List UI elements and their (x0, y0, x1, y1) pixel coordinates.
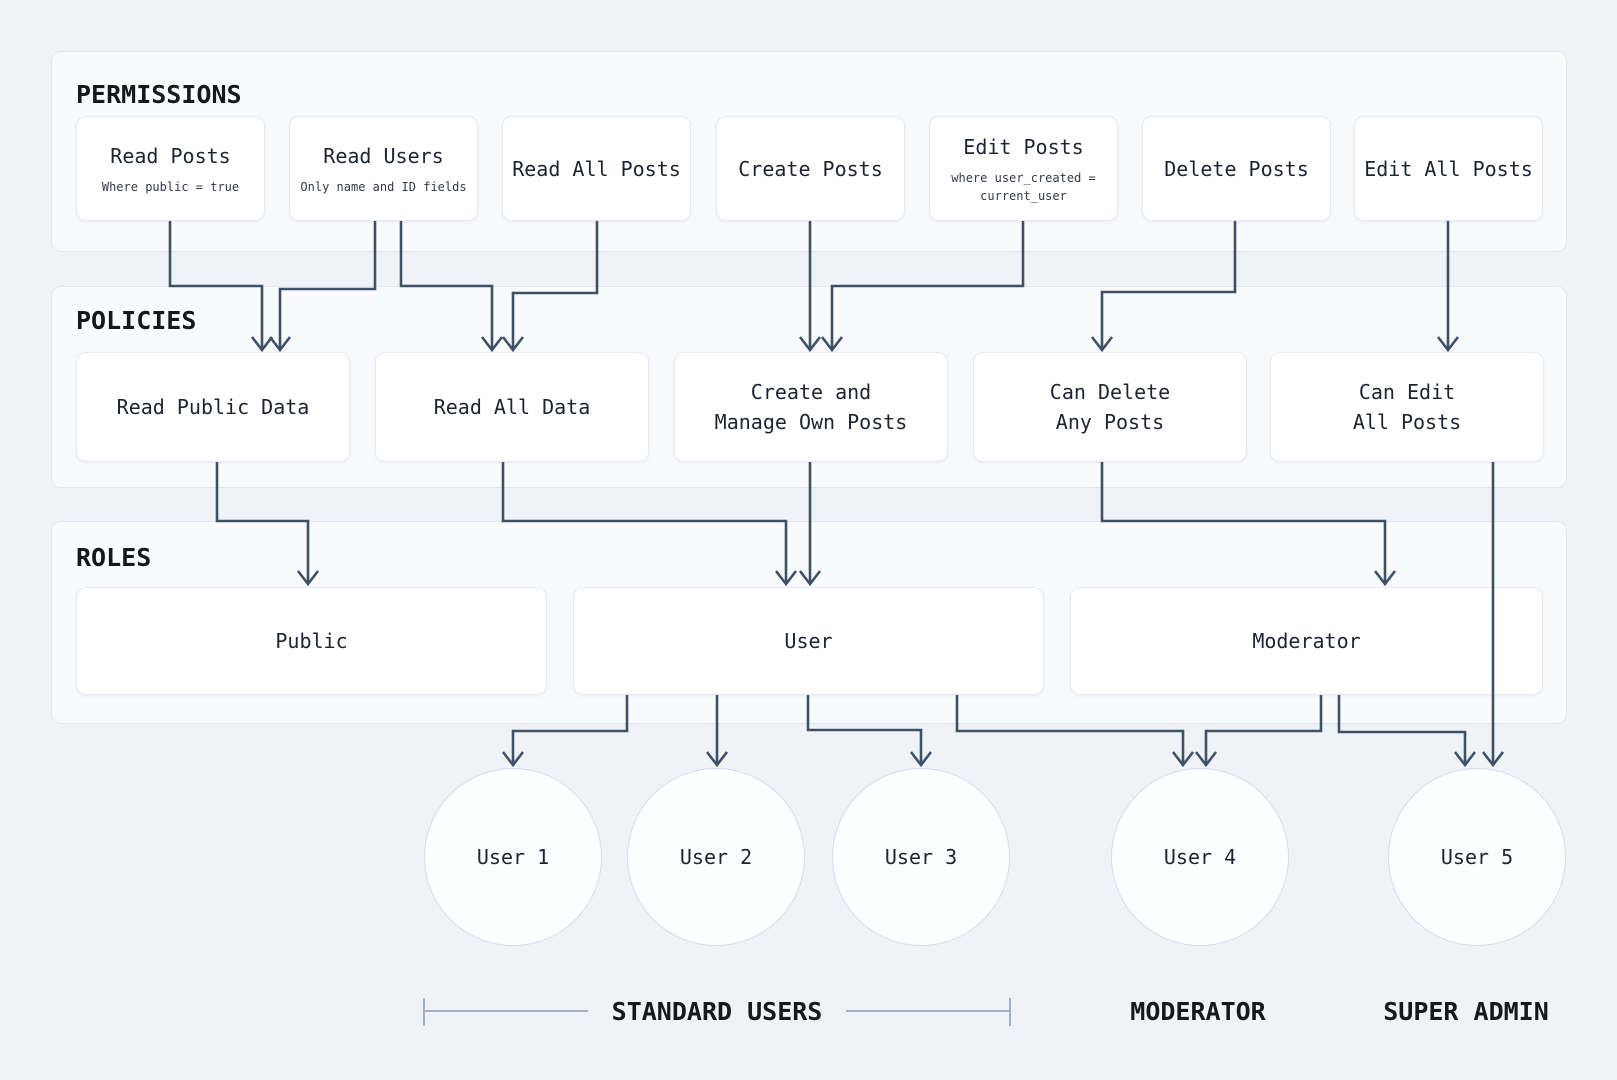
permission-box-edit-posts: Edit Posts where user_created = current_u… (929, 116, 1118, 221)
user-circle-user-1: User 1 (424, 768, 602, 946)
arrowhead-icon (1194, 751, 1218, 768)
arrowhead-icon (1453, 751, 1477, 768)
role-box-moderator: Moderator (1070, 587, 1543, 695)
role-label: Moderator (1252, 629, 1361, 653)
arrowhead-icon (1481, 751, 1505, 768)
user-circle-user-2: User 2 (627, 768, 805, 946)
permission-label: Delete Posts (1164, 156, 1309, 181)
policy-label: Create and Manage Own Posts (714, 380, 908, 434)
group-label-standard-users: STANDARD USERS (611, 997, 823, 1026)
permission-box-create-posts: Create Posts (716, 116, 905, 221)
standard-users-bracket-left-line (424, 1010, 588, 1012)
roles-title: ROLES (76, 543, 152, 572)
permission-label: Edit Posts (963, 135, 1084, 159)
standard-users-bracket-left-tick (423, 998, 425, 1026)
policies-title: POLICIES (76, 306, 197, 335)
policy-box-can-edit-all-posts: Can Edit All Posts (1270, 352, 1544, 462)
role-label: Public (275, 629, 348, 653)
user-circle-label: User 3 (884, 845, 958, 869)
permission-label: Read Posts (110, 144, 231, 168)
permission-label: Create Posts (738, 156, 883, 181)
role-label: User (784, 629, 833, 653)
permission-sublabel: Where public = true (101, 180, 240, 194)
policy-label: Read All Data (433, 395, 591, 419)
arrowhead-icon (501, 751, 525, 768)
policy-box-read-public-data: Read Public Data (76, 352, 350, 462)
user-circle-user-3: User 3 (832, 768, 1010, 946)
user-circle-label: User 1 (476, 845, 550, 869)
policy-label: Read Public Data (116, 395, 310, 419)
policy-label: Can Edit All Posts (1352, 380, 1462, 434)
permission-box-delete-posts: Delete Posts (1142, 116, 1331, 221)
role-box-user: User (573, 587, 1044, 695)
user-circle-user-5: User 5 (1388, 768, 1566, 946)
permission-label: Edit All Posts (1364, 156, 1533, 181)
arrowhead-icon (705, 751, 729, 768)
group-label-super-admin: SUPER ADMIN (1383, 997, 1549, 1026)
permission-box-read-all-posts: Read All Posts (502, 116, 691, 221)
policy-box-can-delete-any-posts: Can Delete Any Posts (973, 352, 1247, 462)
user-circle-label: User 4 (1163, 845, 1237, 869)
permissions-title: PERMISSIONS (76, 80, 242, 109)
permission-sublabel: where user_created = current_user (951, 171, 1096, 203)
group-label-moderator: MODERATOR (1130, 997, 1266, 1026)
policy-box-create-manage-own-posts: Create and Manage Own Posts (674, 352, 948, 462)
arrowhead-icon (1171, 751, 1195, 768)
user-circle-user-4: User 4 (1111, 768, 1289, 946)
permission-label: Read Users (323, 144, 444, 168)
standard-users-bracket-right-tick (1009, 998, 1011, 1026)
user-circle-label: User 5 (1440, 845, 1514, 869)
standard-users-bracket-right-line (846, 1010, 1010, 1012)
policy-box-read-all-data: Read All Data (375, 352, 649, 462)
user-circle-label: User 2 (679, 845, 753, 869)
permission-label: Read All Posts (512, 156, 681, 181)
permission-box-edit-all-posts: Edit All Posts (1354, 116, 1543, 221)
policy-label: Can Delete Any Posts (1049, 380, 1171, 434)
role-box-public: Public (76, 587, 547, 695)
permission-sublabel: Only name and ID fields (300, 180, 467, 194)
arrowhead-icon (909, 751, 933, 768)
